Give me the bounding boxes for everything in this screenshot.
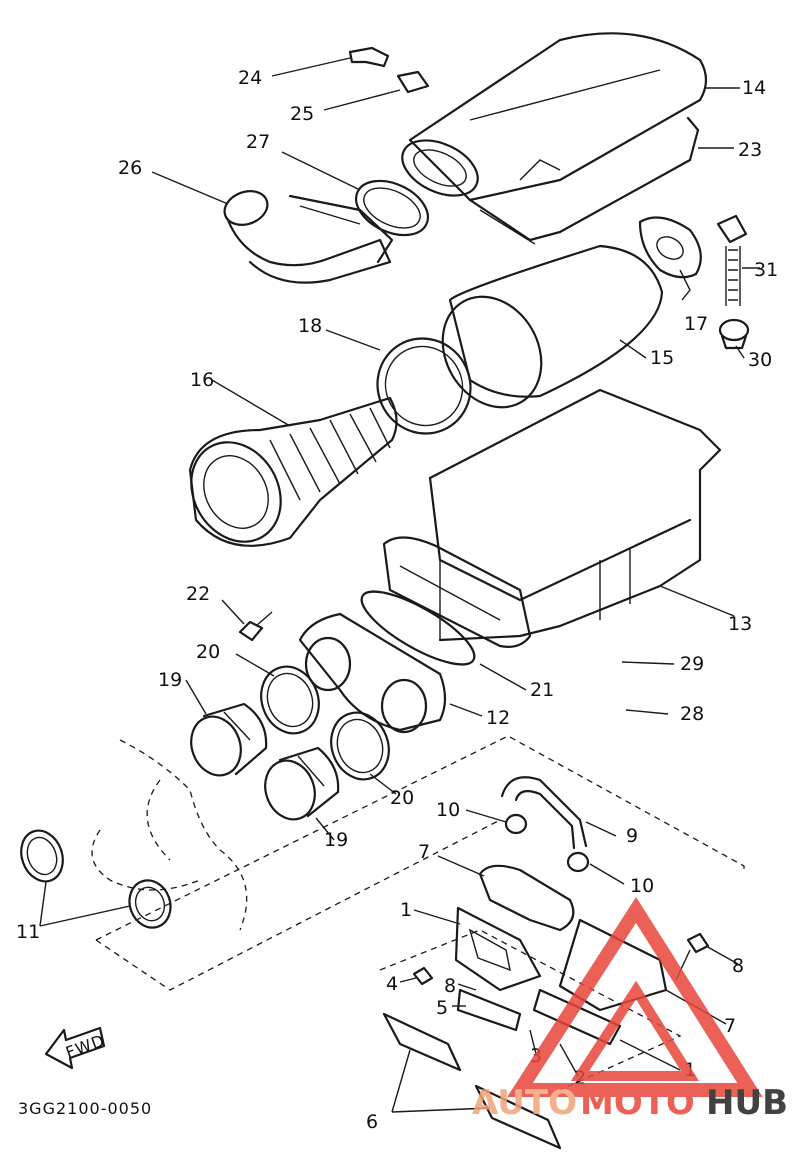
part-19-carb-joint-lower <box>264 746 340 821</box>
part-24-clip <box>348 46 390 68</box>
part-11-clamp-lower <box>128 879 172 929</box>
callout-7-lower: 7 <box>724 1015 736 1037</box>
callout-18: 18 <box>298 315 322 337</box>
callout-12: 12 <box>486 707 510 729</box>
leader-lines <box>39 57 760 1113</box>
callout-23: 23 <box>738 139 762 161</box>
part-18-ring <box>376 337 472 435</box>
engine-outline <box>91 739 248 931</box>
part-31-bolt <box>716 214 748 306</box>
fwd-label: FWD <box>63 1031 107 1063</box>
watermark-triangle-outer <box>507 896 763 1097</box>
part-4-screw <box>412 966 434 986</box>
callout-29: 29 <box>680 653 704 675</box>
part-26-intake-elbow <box>223 190 394 284</box>
part-19-carb-joint-upper <box>190 702 268 777</box>
watermark-logo: AUTO MOTO HUB <box>472 896 788 1123</box>
callout-labels: 24 25 14 23 27 26 31 17 18 15 30 16 13 2… <box>16 67 778 1133</box>
part-23-gasket <box>468 116 700 245</box>
callout-7-upper: 7 <box>418 841 430 863</box>
part-6-gasket-lower <box>474 1084 562 1150</box>
part-1-reed-valve-upper <box>454 906 542 992</box>
part-17-grommet-plate <box>638 216 702 279</box>
callout-26: 26 <box>118 157 142 179</box>
callout-8-right: 8 <box>732 955 744 977</box>
callout-19-upper: 19 <box>158 669 182 691</box>
part-16-filter-element <box>188 396 398 547</box>
callout-11: 11 <box>16 921 40 943</box>
callout-16: 16 <box>190 369 214 391</box>
drawing-code: 3GG2100-0050 <box>18 1099 152 1118</box>
callout-21: 21 <box>530 679 554 701</box>
watermark-text-hub: HUB <box>706 1083 788 1123</box>
callout-30: 30 <box>748 349 772 371</box>
callout-14: 14 <box>742 77 766 99</box>
callout-10-upper: 10 <box>436 799 460 821</box>
part-13-airbox-case <box>382 388 722 648</box>
part-9-hose <box>500 776 588 850</box>
callout-4: 4 <box>386 973 398 995</box>
part-6-gasket-upper <box>382 1012 462 1072</box>
callout-17: 17 <box>684 313 708 335</box>
part-5-reed-petal <box>456 988 522 1032</box>
part-21-oring <box>360 590 476 666</box>
callout-25: 25 <box>290 103 314 125</box>
callout-20-upper: 20 <box>196 641 220 663</box>
callout-22: 22 <box>186 583 210 605</box>
callout-31: 31 <box>754 259 778 281</box>
callout-5: 5 <box>436 997 448 1019</box>
part-12-joint <box>298 612 447 734</box>
callout-13: 13 <box>728 613 752 635</box>
callout-20-lower: 20 <box>390 787 414 809</box>
callout-8-left: 8 <box>444 975 456 997</box>
watermark-text-auto: AUTO <box>472 1083 577 1123</box>
callout-15: 15 <box>650 347 674 369</box>
part-15-filter-cone <box>441 244 664 409</box>
part-10-clip-lower <box>566 851 590 873</box>
part-11-clamp-upper <box>20 829 64 883</box>
callout-6: 6 <box>366 1111 378 1133</box>
part-20-clamp-lower <box>330 711 390 781</box>
callout-9: 9 <box>626 825 638 847</box>
part-20-clamp-upper <box>260 665 320 735</box>
callout-27: 27 <box>246 131 270 153</box>
part-1-reed-valve-lower <box>532 988 622 1046</box>
callout-28: 28 <box>680 703 704 725</box>
callout-19-lower: 19 <box>324 829 348 851</box>
part-14-airbox-cover <box>401 32 708 202</box>
part-30-cap <box>718 318 750 350</box>
group-boundary <box>95 735 745 1091</box>
part-10-clip-upper <box>504 813 528 835</box>
part-7-reed-stopper-upper <box>478 864 575 932</box>
callout-1-upper: 1 <box>400 899 412 921</box>
part-25-clip <box>396 70 430 94</box>
watermark-text-moto: MOTO <box>580 1083 695 1123</box>
part-22-screw <box>238 611 273 642</box>
watermark-triangle-inner <box>570 980 700 1081</box>
fwd-arrow: FWD <box>44 1026 107 1070</box>
callout-24: 24 <box>238 67 262 89</box>
part-27-band-clamp <box>354 179 430 237</box>
callout-10-lower: 10 <box>630 875 654 897</box>
